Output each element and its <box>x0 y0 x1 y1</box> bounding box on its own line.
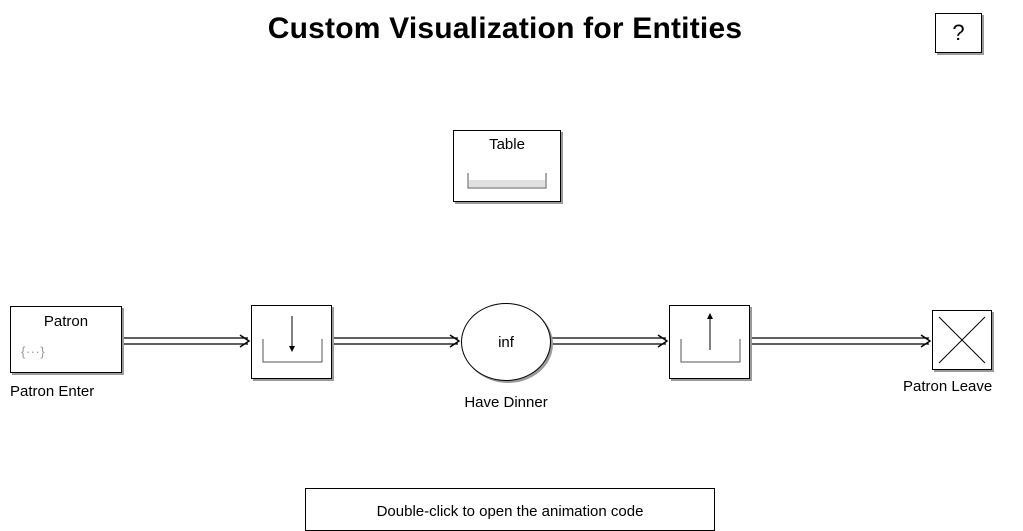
diagram-title: Custom Visualization for Entities <box>267 12 743 45</box>
have-dinner-server-block[interactable]: inf <box>461 303 551 381</box>
cross-icon <box>938 316 986 364</box>
entity-type-icon: {···} <box>21 344 46 359</box>
open-animation-code-button[interactable]: Double-click to open the animation code <box>305 488 715 531</box>
queue-down-arrow-icon <box>262 316 323 363</box>
wire-enter-to-queue <box>122 334 251 348</box>
patron-leave-label: Patron Leave <box>903 378 993 395</box>
wire-queue-to-leave <box>750 334 932 348</box>
queue-up-arrow-icon <box>680 313 741 363</box>
entity-queue-out-block[interactable] <box>669 305 750 379</box>
patron-enter-label: Patron Enter <box>10 383 95 400</box>
table-block-label: Table <box>489 136 525 153</box>
help-button[interactable]: ? <box>935 13 982 53</box>
resource-pool-icon <box>467 173 547 189</box>
wire-queue-to-server <box>332 334 461 348</box>
generator-inner-label: Patron <box>43 313 89 330</box>
server-capacity-label: inf <box>498 334 514 351</box>
entity-terminator-block[interactable] <box>932 310 992 370</box>
have-dinner-label: Have Dinner <box>464 394 548 411</box>
entity-queue-in-block[interactable] <box>251 305 332 379</box>
entity-generator-block[interactable]: Patron {···} <box>10 306 122 373</box>
wire-server-to-queue <box>551 334 669 348</box>
table-resource-block[interactable]: Table <box>453 130 561 202</box>
